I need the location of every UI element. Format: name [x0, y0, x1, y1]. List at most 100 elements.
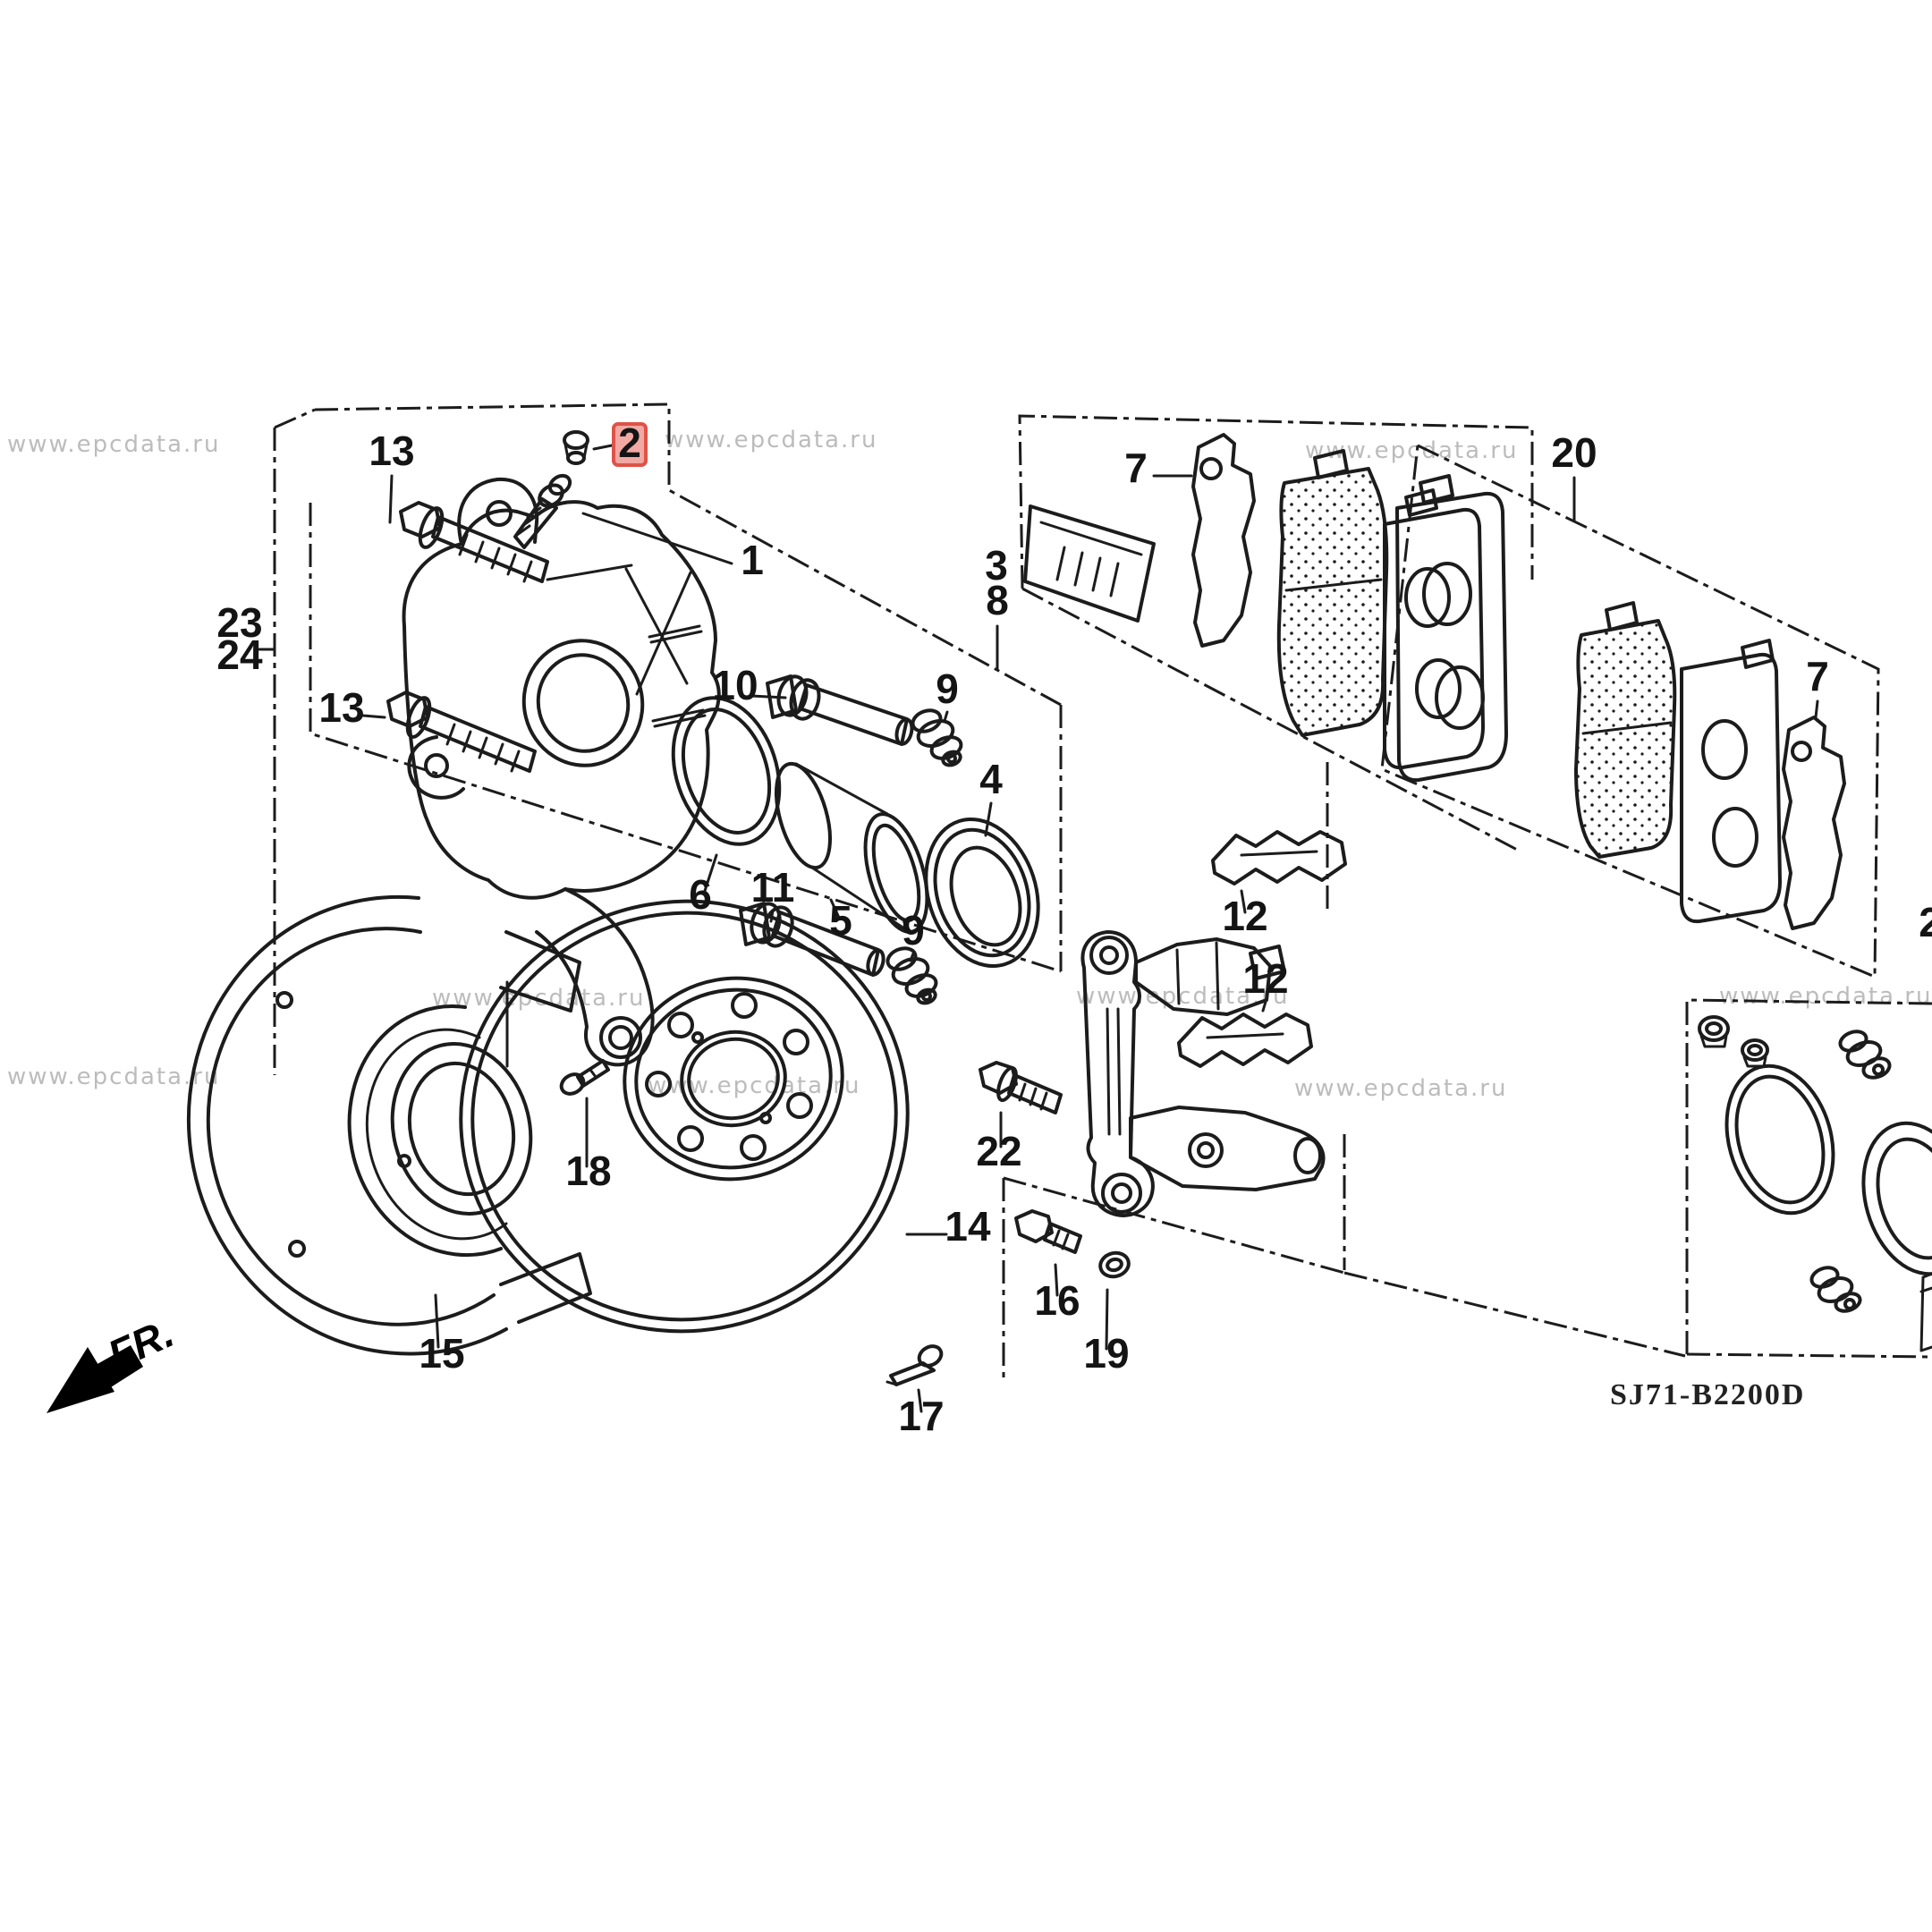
- pin-nub: [739, 902, 771, 946]
- indicator-fold: [1039, 521, 1143, 556]
- disc-outer: [459, 899, 910, 1334]
- highlighted-callout-2: 2: [612, 419, 648, 467]
- pin-flange-b: [762, 905, 794, 948]
- clip-line: [1240, 850, 1318, 857]
- bracket-hole-top: [1089, 936, 1129, 975]
- bolt-washer: [418, 506, 445, 549]
- caliper-bracket: [1080, 930, 1326, 1217]
- disc-bolt-hole: [677, 1125, 704, 1152]
- watermark-text: www.epcdata.ru: [665, 427, 877, 453]
- callout-number: 16: [1034, 1277, 1080, 1324]
- boot-outer: [924, 817, 1040, 969]
- pads-left-box-bottom: [1021, 587, 1521, 853]
- middle-box-diagonal: [309, 503, 1062, 973]
- brake-pad-inner-left: [1276, 449, 1389, 737]
- pin-end: [866, 948, 886, 977]
- pad-retainer-12a: [1211, 830, 1347, 886]
- leader-line: [388, 474, 394, 524]
- pad-slot: [1284, 578, 1383, 592]
- pin-shank: [771, 911, 880, 977]
- callout-number: 17: [898, 1393, 944, 1439]
- disc-center-hole-inner: [687, 1037, 780, 1121]
- cap-top: [563, 430, 589, 450]
- bracket-hole-bottom: [1101, 1173, 1142, 1214]
- kit-cap-skirt: [1699, 1034, 1728, 1048]
- group-boxes: [273, 402, 1932, 1382]
- screw-shank: [576, 1059, 610, 1088]
- kit-cap-small-skirt: [1742, 1055, 1767, 1068]
- plate-hole: [1415, 658, 1462, 719]
- bracket-hole-top-inner: [1099, 945, 1119, 965]
- leader-line: [943, 710, 949, 723]
- plate-tab: [1419, 474, 1454, 504]
- callout-number: 13: [369, 428, 414, 474]
- callout-number: 9: [902, 907, 925, 953]
- leader-line: [592, 444, 614, 451]
- callout-number: 22: [976, 1128, 1021, 1174]
- bracket-sleeve: [1188, 1132, 1224, 1168]
- kit-boot-right-inner: [1876, 1137, 1932, 1260]
- caliper-body: [402, 500, 721, 900]
- pad-shim-7b: [1782, 716, 1846, 930]
- pads-right-box: [1380, 444, 1880, 979]
- caliper-top-ear-hole: [486, 500, 513, 527]
- kit-boot-fold: [1861, 1056, 1892, 1080]
- boot-mouth: [916, 987, 937, 1005]
- washer-inner: [1106, 1257, 1123, 1273]
- leader-line: [434, 1293, 440, 1349]
- piston-mouth-outer: [863, 812, 929, 934]
- piston-boot-4: [924, 817, 1040, 969]
- boot-fold: [916, 718, 955, 749]
- boot-fold: [911, 708, 943, 733]
- shield-inner-arc: [206, 927, 496, 1326]
- callout-number: 23: [216, 599, 262, 646]
- caliper-rib-1: [648, 624, 703, 644]
- leader-line: [1814, 699, 1819, 719]
- indicator-hatch: [1055, 546, 1120, 597]
- leader-line: [361, 714, 386, 719]
- kit-cap-hole: [1705, 1021, 1723, 1036]
- pin-end: [894, 717, 914, 746]
- bracket-top-lines: [1175, 941, 1220, 1011]
- boot-hole: [946, 753, 957, 764]
- brake-disc-14: [459, 899, 910, 1334]
- callout-number: 2: [1919, 899, 1932, 945]
- caliper-box-corner: [274, 408, 316, 429]
- bracket-hole-bottom-inner: [1111, 1182, 1132, 1204]
- pin-flange-a: [750, 902, 782, 945]
- leader-line: [581, 512, 733, 565]
- screw-head: [559, 1072, 586, 1096]
- bolt-threads: [445, 723, 521, 773]
- callout-number: 13: [318, 684, 364, 731]
- bracket-pin-end: [1293, 1137, 1322, 1174]
- callout-number: 3: [985, 542, 1008, 589]
- piston-5: [775, 761, 929, 934]
- leader-line: [917, 1388, 923, 1413]
- bolt-washer: [405, 696, 432, 739]
- caliper-bolt-16: [1014, 1209, 1082, 1254]
- pin-flange-b: [789, 678, 821, 721]
- bolt-threads: [1018, 1082, 1048, 1111]
- shield-hole: [288, 1240, 306, 1258]
- part-code: SJ71-B2200D: [1610, 1378, 1805, 1411]
- pad-plate-right-a: [1383, 488, 1485, 770]
- kit-boot-right-outer: [1861, 1121, 1932, 1276]
- leader-lines: [258, 444, 1819, 1413]
- disc-bolt-hole: [731, 992, 758, 1019]
- shim-outline: [1191, 433, 1256, 648]
- caliper-left-lug-hole: [424, 753, 449, 778]
- bracket-sleeve-hole: [1197, 1141, 1215, 1159]
- bracket-top-block: [1134, 937, 1272, 1016]
- screw-tip: [886, 1380, 898, 1386]
- kit-seal-inner: [1734, 1074, 1826, 1205]
- callout-number: 14: [945, 1203, 991, 1250]
- callout-number: 12: [1222, 893, 1267, 939]
- guide-pin-10: [766, 674, 914, 746]
- bolt-threads: [458, 533, 533, 583]
- leader-line: [984, 801, 993, 837]
- guide-pin-11: [739, 902, 886, 977]
- screw-tick: [589, 1068, 597, 1079]
- caliper-lower-ear-hole: [608, 1025, 633, 1050]
- highlight-box: [612, 422, 648, 467]
